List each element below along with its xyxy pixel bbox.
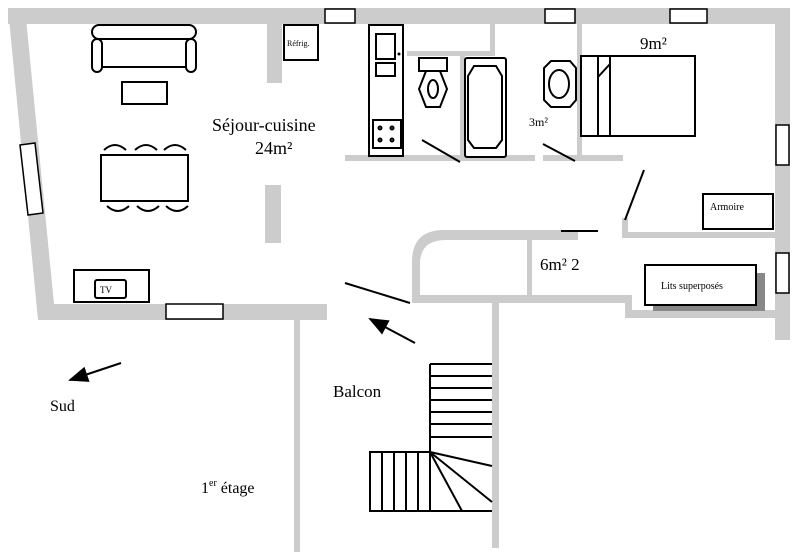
sejour-area: 24m²	[255, 138, 292, 158]
south-arrow-icon	[68, 362, 122, 382]
south-label: Sud	[50, 398, 75, 415]
bed	[580, 55, 696, 137]
floor-label: 1er étage	[201, 478, 255, 497]
bunk-beds-label: Lits superposés	[661, 281, 723, 292]
doors	[344, 139, 645, 304]
kitchen-counter	[368, 24, 404, 157]
sofa	[91, 24, 197, 73]
room2-area: 6m² 2	[540, 255, 580, 274]
balcony-label: Balcon	[333, 382, 382, 401]
fridge: Réfrig.	[283, 24, 319, 61]
wardrobe: Armoire	[702, 193, 774, 230]
tv-label: TV	[100, 285, 112, 295]
windows	[19, 8, 790, 320]
bathtub	[464, 57, 507, 158]
entrance-arrow-icon	[368, 318, 416, 344]
bathroom-area: 3m²	[529, 115, 548, 129]
tv-stand: TV	[73, 269, 150, 303]
coffee-table	[121, 81, 168, 105]
sejour-label: Séjour-cuisine	[212, 115, 316, 135]
bunk-beds: Lits superposés	[644, 264, 765, 311]
wardrobe-label: Armoire	[710, 202, 744, 213]
sink	[543, 60, 577, 108]
dining-table	[100, 144, 189, 212]
bedroom-area: 9m²	[640, 34, 667, 53]
staircase	[369, 363, 493, 512]
toilet	[417, 57, 449, 108]
fridge-label: Réfrig.	[287, 39, 309, 48]
